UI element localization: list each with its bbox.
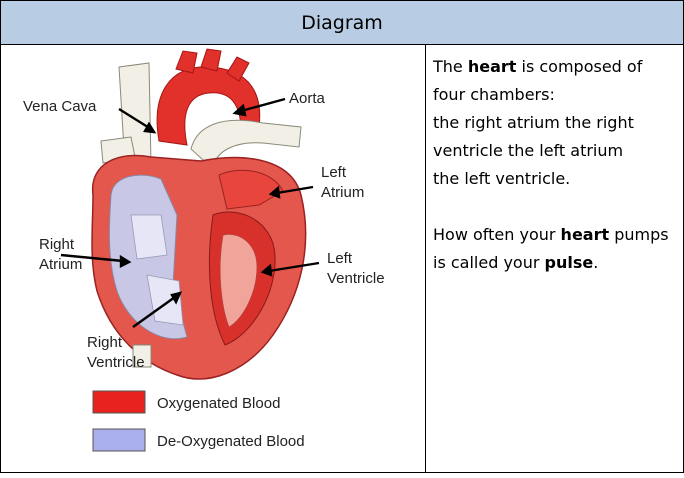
table-header: Diagram <box>1 1 683 45</box>
spacer <box>433 193 679 221</box>
heart-diagram: Vena Cava Aorta Left Atrium Right Atrium… <box>1 45 425 473</box>
aorta-branch-1 <box>176 51 197 73</box>
label-right-ventricle-2: Ventricle <box>87 354 145 371</box>
text-cell: The heart is composed of four chambers: … <box>433 53 679 277</box>
legend-swatch-oxygenated <box>93 391 145 413</box>
label-left-atrium-2: Atrium <box>321 184 364 201</box>
label-vena-cava: Vena Cava <box>23 98 97 115</box>
right-atrium-inner <box>131 215 167 259</box>
label-left-ventricle-1: Left <box>327 250 353 267</box>
aorta-branch-2 <box>201 49 221 71</box>
paragraph-heart-chambers: The heart is composed of four chambers: <box>433 53 679 109</box>
bold-pulse: pulse <box>545 253 594 272</box>
legend-swatch-deoxygenated <box>93 429 145 451</box>
label-left-ventricle-2: Ventricle <box>327 270 385 287</box>
column-divider <box>425 45 426 473</box>
legend-label-deoxygenated: De-Oxygenated Blood <box>157 433 305 450</box>
label-left-atrium-1: Left <box>321 164 347 181</box>
bold-heart: heart <box>468 57 517 76</box>
legend-label-oxygenated: Oxygenated Blood <box>157 395 280 412</box>
label-right-atrium-2: Atrium <box>39 256 82 273</box>
paragraph-chamber-list: the right atrium the right ventricle the… <box>433 109 679 165</box>
bold-heart: heart <box>561 225 610 244</box>
text-run: . <box>593 253 598 272</box>
label-right-ventricle-1: Right <box>87 334 123 351</box>
label-aorta: Aorta <box>289 90 326 107</box>
text-run: How often your <box>433 225 561 244</box>
heart-diagram-cell: Vena Cava Aorta Left Atrium Right Atrium… <box>1 45 425 473</box>
header-title: Diagram <box>301 12 383 34</box>
paragraph-left-ventricle: the left ventricle. <box>433 165 679 193</box>
label-right-atrium-1: Right <box>39 236 75 253</box>
paragraph-pulse: How often your heart pumps is called you… <box>433 221 679 277</box>
text-run: The <box>433 57 468 76</box>
